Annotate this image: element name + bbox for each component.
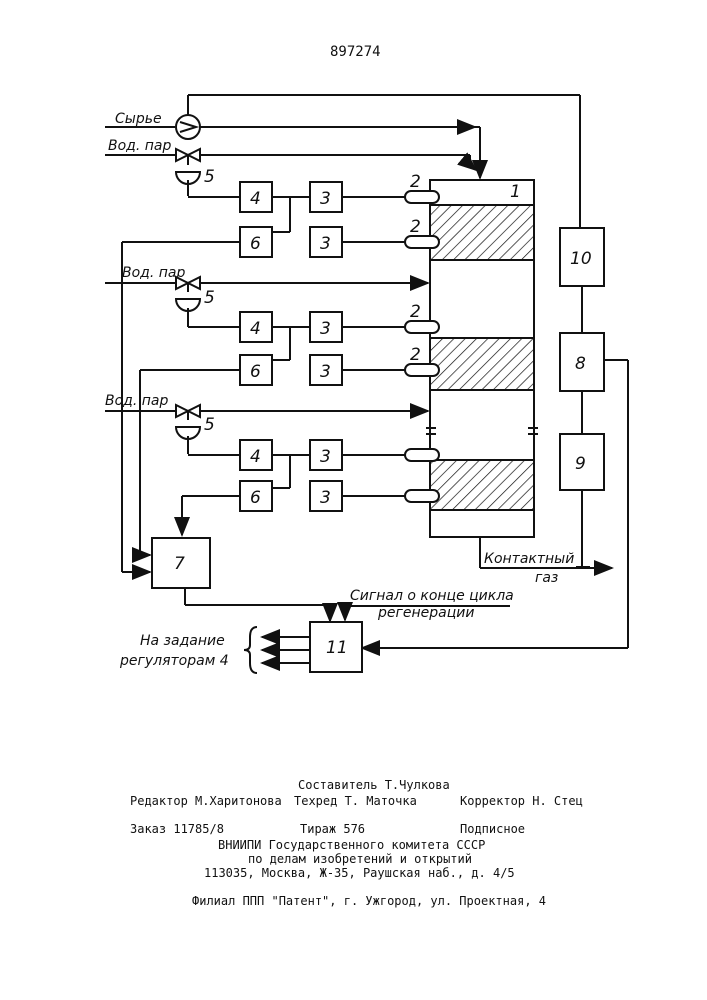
footer-corrector: Корректор Н. Стец xyxy=(460,794,583,808)
sensor-number: 2 xyxy=(410,172,421,192)
footer-techred: Техред Т. Маточка xyxy=(294,794,417,808)
sensor-number: 2 xyxy=(410,345,421,365)
unit-7-number: 7 xyxy=(174,554,185,574)
transducer-3-box: 3 xyxy=(320,447,331,467)
unit-11: 11 Сигнал о конце цикла регенерации На з… xyxy=(119,588,514,673)
contact-gas-label-1: Контактный xyxy=(484,551,574,567)
footer-editor: Редактор М.Харитонова xyxy=(130,794,282,808)
regulator-4-box: 4 xyxy=(250,319,261,339)
valve-number-2: 5 xyxy=(204,288,215,308)
reactor-number: 1 xyxy=(510,182,521,202)
reactor: 1 xyxy=(426,180,538,537)
unit-6-box: 6 xyxy=(250,234,261,254)
sensor-number: 2 xyxy=(410,302,421,322)
footer-org-2: по делам изобретений и открытий xyxy=(248,852,472,866)
footer-circulation: Тираж 576 xyxy=(300,822,365,836)
signal-label-1: Сигнал о конце цикла xyxy=(350,588,514,604)
footer-address: 113035, Москва, Ж-35, Раушская наб., д. … xyxy=(204,866,515,880)
sensor-number: 2 xyxy=(410,217,421,237)
signal-label-2: регенерации xyxy=(377,605,474,621)
regulator-4-box: 4 xyxy=(250,447,261,467)
footer-subscription: Подписное xyxy=(460,822,525,836)
steam-label-1: Вод. пар xyxy=(108,138,171,154)
regulator-4-box: 4 xyxy=(250,189,261,209)
raw-label: Сырье xyxy=(115,111,162,127)
task-label-1: На задание xyxy=(140,633,225,649)
unit-8-number: 8 xyxy=(575,354,586,374)
unit-11-number: 11 xyxy=(326,638,348,658)
footer-order: Заказ 11785/8 xyxy=(130,822,224,836)
steam-label-3: Вод. пар xyxy=(105,393,168,409)
valve-number-3: 5 xyxy=(204,415,215,435)
unit-6-box: 6 xyxy=(250,488,261,508)
footer-compiler: Составитель Т.Чулкова xyxy=(298,778,450,792)
unit-6-box: 6 xyxy=(250,362,261,382)
transducer-3-box: 3 xyxy=(320,362,331,382)
unit-7: 7 xyxy=(122,242,330,621)
contact-gas-outlet: Контактный газ xyxy=(480,537,612,586)
valve-number-1: 5 xyxy=(204,167,215,187)
transducer-3-box: 3 xyxy=(320,189,331,209)
footer-branch: Филиал ППП "Патент", г. Ужгород, ул. Про… xyxy=(192,894,546,908)
control-group-3: 4 3 6 3 xyxy=(182,440,439,535)
control-group-2: 4 3 6 3 2 2 xyxy=(140,302,439,385)
transducer-3-box: 3 xyxy=(320,319,331,339)
task-label-2: регуляторам 4 xyxy=(119,653,229,669)
transducer-3-box: 3 xyxy=(320,234,331,254)
transducer-3-box: 3 xyxy=(320,488,331,508)
unit-10-number: 10 xyxy=(570,249,592,269)
contact-gas-label-2: газ xyxy=(535,570,558,586)
unit-9-number: 9 xyxy=(575,454,586,474)
control-group-1: 4 3 6 3 2 2 xyxy=(122,172,439,257)
footer-org-1: ВНИИПИ Государственного комитета СССР xyxy=(218,838,485,852)
